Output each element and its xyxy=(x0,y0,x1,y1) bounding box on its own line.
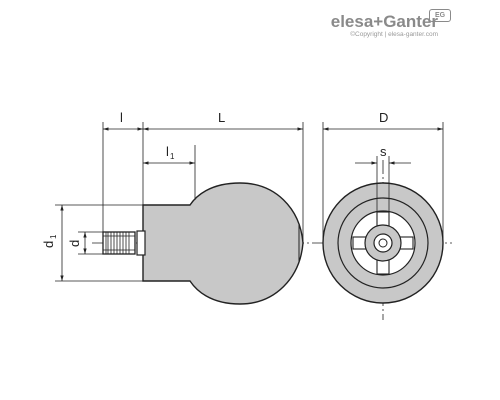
brand-logo: elesa+Ganter ©Copyright | elesa-ganter.c… xyxy=(331,12,438,38)
threaded-stud xyxy=(102,231,136,255)
label-d: d xyxy=(67,240,82,247)
front-dimension-lines xyxy=(322,122,444,243)
brand-copyright: ©Copyright | elesa-ganter.com xyxy=(350,31,438,38)
side-view xyxy=(92,182,318,305)
label-s: s xyxy=(380,144,387,159)
label-L: L xyxy=(218,110,225,125)
label-D: D xyxy=(379,110,388,125)
label-l1-sub: 1 xyxy=(170,152,175,161)
label-d1-sub: 1 xyxy=(49,234,58,239)
knob-body xyxy=(142,182,304,305)
knob-collar xyxy=(136,230,146,256)
brand-mark-icon: EG xyxy=(429,9,451,22)
dimension-lines xyxy=(55,122,304,282)
label-l1: l xyxy=(166,144,169,159)
front-view xyxy=(318,160,452,320)
label-l: l xyxy=(120,110,123,125)
brand-name: elesa+Ganter xyxy=(330,12,438,31)
label-d1: d xyxy=(41,241,56,248)
